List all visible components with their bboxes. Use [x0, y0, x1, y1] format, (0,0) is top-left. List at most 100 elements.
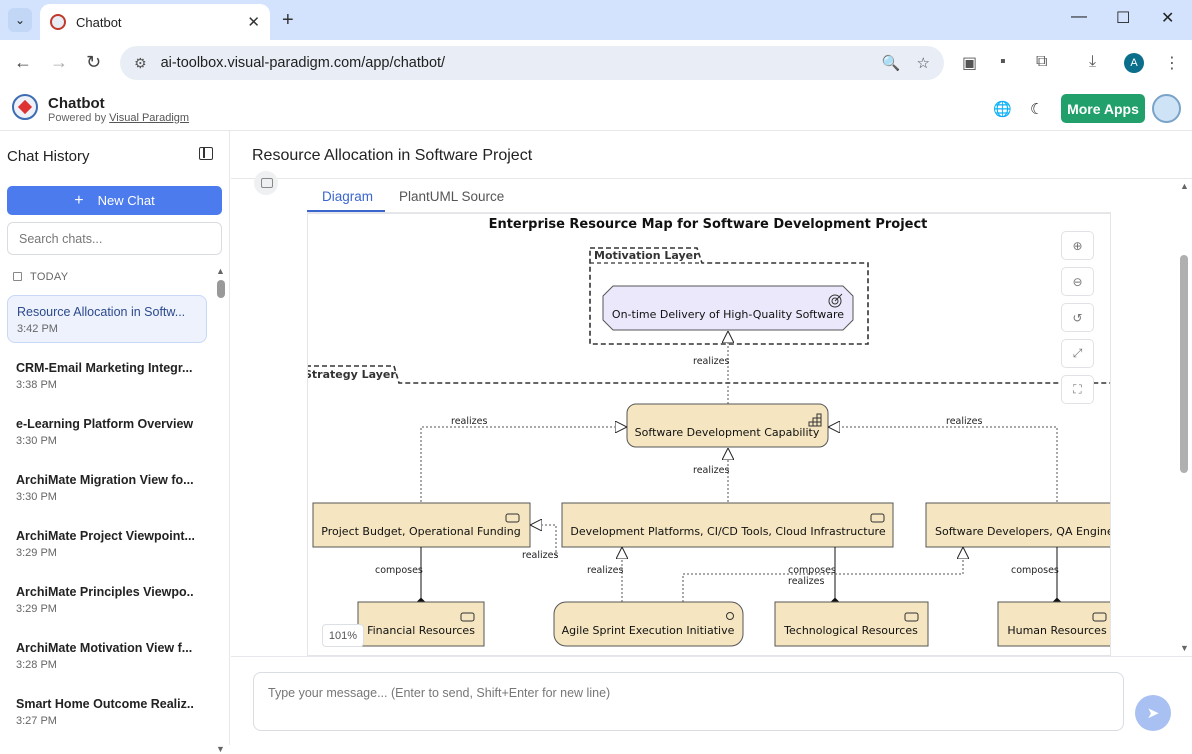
tab-plantuml-source[interactable]: PlantUML Source	[399, 189, 505, 204]
divider	[231, 178, 1192, 179]
powered-by-text: Powered by	[48, 112, 107, 124]
chat-item[interactable]: ArchiMate Motivation View f... 3:28 PM	[0, 631, 214, 687]
relation-label: realizes	[946, 416, 982, 427]
browser-tab-chatbot[interactable]: Chatbot ✕	[40, 4, 270, 40]
relation-label: realizes	[522, 550, 558, 561]
page-title: Resource Allocation in Software Project	[252, 147, 533, 164]
resource-label: Project Budget, Operational Funding	[321, 525, 520, 538]
relation-label: composes	[1011, 565, 1059, 576]
browser-chrome: ⌄ Chatbot ✕ + — ☐ ✕ ← → ↻ ⚙ ai-toolbox.v…	[0, 0, 1192, 86]
reload-icon[interactable]: ↻	[86, 52, 102, 72]
reset-view-icon[interactable]: ↺	[1061, 303, 1094, 332]
forward-arrow-icon[interactable]: →	[50, 52, 68, 72]
close-tab-icon[interactable]: ✕	[247, 14, 260, 31]
chat-time: 3:28 PM	[16, 659, 57, 671]
relation-label: composes	[375, 565, 423, 576]
divider	[231, 656, 1192, 657]
extensions-puzzle-icon[interactable]: ⧉	[1036, 53, 1048, 70]
address-bar[interactable]: ⚙ ai-toolbox.visual-paradigm.com/app/cha…	[120, 46, 944, 80]
message-input[interactable]: Type your message... (Enter to send, Shi…	[253, 672, 1124, 731]
chat-time: 3:27 PM	[16, 715, 57, 727]
scroll-down-icon[interactable]: ▼	[1180, 643, 1189, 653]
zoom-out-icon[interactable]: ⊖	[1061, 267, 1094, 296]
new-chat-label: New Chat	[97, 193, 155, 208]
goal-target-icon	[828, 293, 843, 308]
sidebar-scrollbar[interactable]: ▲ ▼	[216, 266, 226, 754]
sidebar-toggle-icon[interactable]	[199, 147, 213, 160]
dark-mode-moon-icon[interactable]: ☾	[1030, 101, 1044, 118]
visual-paradigm-link[interactable]: Visual Paradigm	[109, 112, 190, 124]
chat-item[interactable]: Smart Home Outcome Realiz... 3:27 PM	[0, 687, 214, 743]
chat-time: 3:30 PM	[16, 435, 57, 447]
diagram-canvas[interactable]: Enterprise Resource Map for Software Dev…	[307, 213, 1111, 656]
capability-label: Software Development Capability	[635, 426, 820, 439]
relation-label: realizes	[693, 465, 729, 476]
resource-label: Technological Resources	[783, 624, 918, 637]
tab-strip: ⌄ Chatbot ✕ + — ☐ ✕	[0, 0, 1192, 40]
tab-title: Chatbot	[76, 14, 122, 30]
downloads-icon[interactable]: ⤓	[1089, 53, 1097, 70]
scrollbar-thumb[interactable]	[217, 280, 225, 298]
resource-label: Development Platforms, CI/CD Tools, Clou…	[570, 525, 885, 538]
resource-budget: Project Budget, Operational Funding	[312, 502, 531, 548]
app-header: Chatbot Powered by Visual Paradigm 🌐 ☾ M…	[0, 86, 1192, 131]
chat-item[interactable]: ArchiMate Migration View fo... 3:30 PM	[0, 463, 214, 519]
fullscreen-icon[interactable]: ⛶	[1061, 375, 1094, 404]
section-label: TODAY	[30, 271, 69, 283]
app-title: Chatbot	[48, 95, 105, 112]
language-globe-icon[interactable]: 🌐	[993, 101, 1012, 118]
scroll-up-icon[interactable]: ▲	[1180, 181, 1189, 191]
tab-search-chevron-icon[interactable]: ⌄	[8, 8, 32, 32]
extension-chat-icon[interactable]: ▪	[1000, 53, 1006, 70]
chat-title: ArchiMate Project Viewpoint...	[16, 529, 194, 543]
chat-item[interactable]: ArchiMate Project Viewpoint... 3:29 PM	[0, 519, 214, 575]
extension-doc-icon[interactable]: ▣	[962, 55, 978, 72]
assistant-message-icon	[254, 171, 278, 195]
chat-item[interactable]: e-Learning Platform Overview 3:30 PM	[0, 407, 214, 463]
profile-avatar[interactable]: A	[1124, 53, 1144, 73]
site-settings-icon[interactable]: ⚙	[134, 54, 147, 71]
chat-time: 3:29 PM	[16, 547, 57, 559]
chat-item[interactable]: ArchiMate Principles Viewpo... 3:29 PM	[0, 575, 214, 631]
send-button[interactable]: ➤	[1135, 695, 1171, 731]
scrollbar-thumb[interactable]	[1180, 255, 1188, 473]
chat-item[interactable]: CRM-Email Marketing Integr... 3:38 PM	[0, 351, 214, 407]
sidebar-title: Chat History	[7, 148, 90, 165]
minimize-icon[interactable]: —	[1071, 8, 1087, 25]
capability-steps-icon	[808, 413, 822, 427]
zoom-lens-icon[interactable]: 🔍	[881, 55, 901, 72]
chat-time: 3:30 PM	[16, 491, 57, 503]
diagram-title: Enterprise Resource Map for Software Dev…	[489, 217, 928, 232]
browser-menu-icon[interactable]: ⋮	[1164, 55, 1180, 72]
diagram-tabs: Diagram PlantUML Source	[307, 181, 1111, 213]
back-arrow-icon[interactable]: ←	[14, 52, 32, 72]
browser-toolbar: ← → ↻ ⚙ ai-toolbox.visual-paradigm.com/a…	[0, 40, 1192, 86]
zoom-in-icon[interactable]: ⊕	[1061, 231, 1094, 260]
chat-title: CRM-Email Marketing Integr...	[16, 361, 193, 375]
more-apps-button[interactable]: More Apps	[1061, 94, 1145, 123]
chat-title: Resource Allocation in Softw...	[17, 305, 186, 319]
main-panel: Resource Allocation in Software Project …	[231, 131, 1192, 745]
bot-avatar[interactable]	[1152, 94, 1181, 123]
main-scrollbar[interactable]: ▲ ▼	[1178, 181, 1190, 653]
chat-item-resource-allocation[interactable]: Resource Allocation in Softw... 3:42 PM	[7, 295, 207, 343]
new-tab-plus-icon[interactable]: +	[282, 9, 294, 31]
scroll-down-icon[interactable]: ▼	[216, 744, 225, 754]
tab-diagram[interactable]: Diagram	[322, 189, 374, 204]
chat-title: Smart Home Outcome Realiz...	[16, 697, 194, 711]
close-window-icon[interactable]: ✕	[1161, 10, 1175, 27]
scroll-up-icon[interactable]: ▲	[216, 266, 225, 276]
new-chat-button[interactable]: + New Chat	[7, 186, 222, 215]
search-chats-input[interactable]: Search chats...	[7, 222, 222, 255]
fit-view-icon[interactable]: ⤢	[1061, 339, 1094, 368]
resource-platforms: Development Platforms, CI/CD Tools, Clou…	[561, 502, 894, 548]
resource-battery-icon	[505, 513, 520, 523]
app-logo	[12, 94, 38, 120]
bookmark-star-icon[interactable]: ☆	[916, 55, 930, 72]
plus-icon: +	[74, 191, 84, 209]
initiative-element: Agile Sprint Execution Initiative	[553, 601, 744, 647]
zoom-level: 101%	[322, 624, 364, 647]
maximize-icon[interactable]: ☐	[1116, 10, 1131, 27]
resource-battery-icon	[460, 612, 475, 622]
relation-label: realizes	[788, 576, 824, 587]
